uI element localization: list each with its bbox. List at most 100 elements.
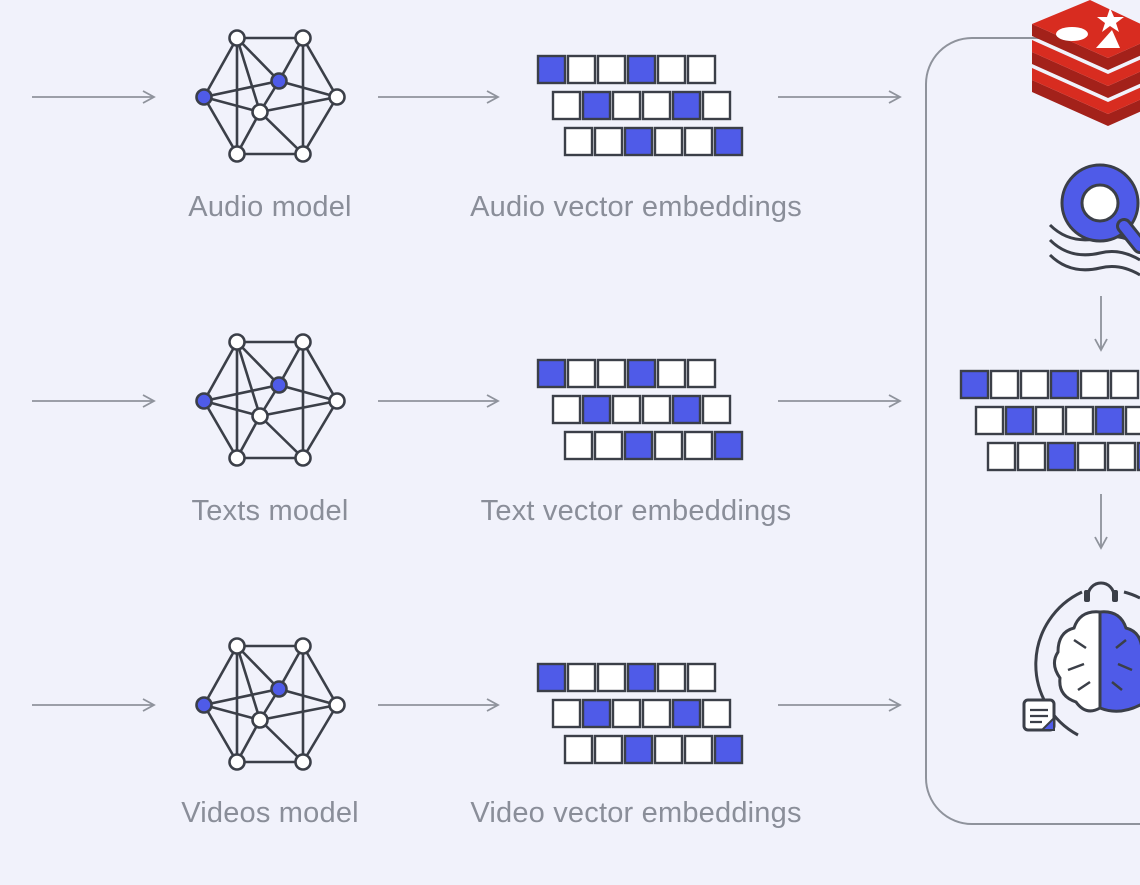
network-node bbox=[294, 449, 312, 467]
embedding-cell bbox=[1019, 369, 1050, 400]
network-node bbox=[228, 449, 246, 467]
brain-icon bbox=[1022, 581, 1140, 737]
embedding-cell bbox=[701, 394, 732, 425]
embedding-cell bbox=[623, 126, 654, 157]
embedding-cell bbox=[1034, 405, 1065, 436]
text-vector-grid-icon bbox=[536, 358, 744, 461]
embedding-cell bbox=[701, 698, 732, 729]
text-embeddings-label: Text vector embeddings bbox=[480, 495, 792, 527]
embedding-cell bbox=[551, 698, 582, 729]
video-model-label: Videos model bbox=[181, 797, 359, 829]
embedding-cell bbox=[1106, 441, 1137, 472]
network-node bbox=[228, 637, 246, 655]
audio-model-label: Audio model bbox=[188, 191, 352, 223]
video-vector-grid-icon bbox=[536, 662, 744, 765]
search-icon bbox=[1048, 163, 1140, 277]
embedding-cell bbox=[686, 662, 717, 693]
embedding-cell bbox=[959, 369, 990, 400]
embedding-cell bbox=[611, 698, 642, 729]
network-node bbox=[270, 376, 288, 394]
embedding-cell bbox=[593, 126, 624, 157]
embedding-cell bbox=[626, 358, 657, 389]
embedding-cell bbox=[563, 734, 594, 765]
embedding-cell bbox=[671, 394, 702, 425]
video-neural-network-icon bbox=[195, 637, 346, 771]
embedding-cell bbox=[686, 358, 717, 389]
embedding-cell bbox=[1109, 369, 1140, 400]
audio-neural-network-icon bbox=[195, 29, 346, 163]
embedding-cell bbox=[713, 734, 744, 765]
embedding-cell bbox=[974, 405, 1005, 436]
embedding-cell bbox=[683, 430, 714, 461]
embedding-cell bbox=[1004, 405, 1035, 436]
embedding-cell bbox=[671, 698, 702, 729]
embedding-cell bbox=[596, 358, 627, 389]
embedding-cell bbox=[713, 430, 744, 461]
embedding-cell bbox=[596, 662, 627, 693]
embedding-cell bbox=[989, 369, 1020, 400]
embedding-cell bbox=[683, 126, 714, 157]
network-node bbox=[228, 753, 246, 771]
embedding-cell bbox=[593, 734, 624, 765]
embedding-cell bbox=[566, 662, 597, 693]
embedding-cell bbox=[641, 90, 672, 121]
embedding-cell bbox=[1049, 369, 1080, 400]
embedding-cell bbox=[611, 394, 642, 425]
video-embeddings-label: Video vector embeddings bbox=[470, 797, 802, 829]
embedding-cell bbox=[623, 734, 654, 765]
embedding-cell bbox=[626, 662, 657, 693]
embedding-cell bbox=[1064, 405, 1095, 436]
embedding-cell bbox=[1016, 441, 1047, 472]
embedding-cell bbox=[626, 54, 657, 85]
embedding-cell bbox=[1094, 405, 1125, 436]
embedding-cell bbox=[1136, 441, 1140, 472]
network-node bbox=[195, 696, 213, 714]
audio-vector-grid-icon bbox=[536, 54, 744, 157]
embedding-cell bbox=[986, 441, 1017, 472]
embedding-cell bbox=[701, 90, 732, 121]
embedding-cell bbox=[581, 394, 612, 425]
embedding-cell bbox=[581, 698, 612, 729]
network-node bbox=[328, 696, 346, 714]
embedding-cell bbox=[671, 90, 702, 121]
redis-logo bbox=[1032, 0, 1140, 126]
embedding-cell bbox=[551, 90, 582, 121]
network-node bbox=[251, 711, 269, 729]
embedding-cell bbox=[656, 358, 687, 389]
embedding-cell bbox=[611, 90, 642, 121]
embedding-cell bbox=[656, 662, 687, 693]
network-node bbox=[251, 407, 269, 425]
embedding-cell bbox=[551, 394, 582, 425]
network-node bbox=[294, 29, 312, 47]
panel-vector-grid-icon bbox=[959, 369, 1140, 472]
embedding-cell bbox=[623, 430, 654, 461]
network-node bbox=[228, 145, 246, 163]
embedding-cell bbox=[713, 126, 744, 157]
embedding-cell bbox=[536, 358, 567, 389]
text-neural-network-icon bbox=[195, 333, 346, 467]
network-node bbox=[195, 88, 213, 106]
embedding-cell bbox=[596, 54, 627, 85]
network-node bbox=[328, 88, 346, 106]
embedding-cell bbox=[566, 358, 597, 389]
embedding-cell bbox=[641, 394, 672, 425]
embedding-cell bbox=[1076, 441, 1107, 472]
network-node bbox=[270, 680, 288, 698]
network-node bbox=[294, 753, 312, 771]
embedding-cell bbox=[563, 430, 594, 461]
network-node bbox=[270, 72, 288, 90]
embedding-cell bbox=[536, 662, 567, 693]
embedding-cell bbox=[653, 126, 684, 157]
embedding-cell bbox=[566, 54, 597, 85]
embedding-cell bbox=[536, 54, 567, 85]
network-node bbox=[294, 333, 312, 351]
embedding-cell bbox=[1079, 369, 1110, 400]
network-node bbox=[294, 637, 312, 655]
network-node bbox=[328, 392, 346, 410]
network-node bbox=[294, 145, 312, 163]
embedding-cell bbox=[653, 734, 684, 765]
embedding-cell bbox=[641, 698, 672, 729]
embedding-cell bbox=[653, 430, 684, 461]
